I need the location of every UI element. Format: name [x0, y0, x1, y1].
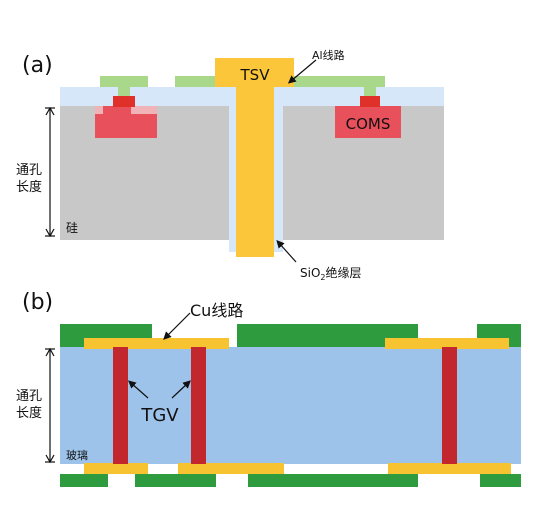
glass-label: 玻璃: [66, 448, 88, 462]
silicon-label: 硅: [66, 221, 78, 235]
panel-b-label: (b): [22, 290, 53, 315]
pcb-bottom-2: [135, 474, 216, 487]
al-wiring-arrow: [287, 59, 317, 84]
panel-b: (b) Cu线路 TGV: [14, 290, 521, 487]
pcb-top-mid: [237, 324, 418, 347]
tsv-top-pad: [215, 58, 294, 87]
cu-wiring-label: Cu线路: [190, 301, 243, 320]
tgv-via-3: [442, 347, 457, 464]
via-length-label-a-line1: 通孔: [16, 163, 42, 178]
via-length-dimension-b: [45, 347, 55, 464]
tsv-copper-column: [236, 86, 274, 257]
via-length-dimension-a: [45, 106, 55, 238]
al-line-left: [100, 76, 148, 87]
pcb-bottom-1: [60, 474, 108, 487]
via-length-label-b-line2: 长度: [16, 405, 42, 421]
via-length-label-b-line1: 通孔: [16, 389, 42, 404]
insulator-label: SiO2绝缘层: [300, 265, 362, 282]
cu-pad-bottom-2: [178, 463, 284, 474]
cu-wiring-arrow: [163, 312, 191, 340]
pcb-bottom-3: [248, 474, 418, 487]
cmos-device-left: [95, 96, 157, 138]
tgv-label: TGV: [140, 405, 179, 426]
tsv-label: TSV: [240, 66, 271, 84]
cmos-label: COMS: [346, 115, 391, 133]
cmos-device-right: COMS: [335, 96, 401, 138]
al-wiring-label: Al线路: [312, 48, 345, 62]
insulator-arrow: [276, 240, 297, 263]
pcb-bottom-4: [480, 474, 521, 487]
tgv-arrow-left: [128, 380, 149, 399]
panel-a-label: (a): [22, 53, 53, 78]
cu-pad-bottom-3: [388, 463, 511, 474]
al-contact-right: [364, 87, 376, 96]
al-contact-left: [118, 87, 130, 96]
al-line-mid-left: [175, 76, 237, 87]
cu-pad-top-left: [84, 338, 229, 349]
tgv-arrow-right: [171, 380, 191, 399]
cu-pad-top-right: [385, 338, 509, 349]
via-length-label-a-line2: 长度: [16, 179, 42, 195]
tgv-via-2: [191, 347, 206, 464]
cu-pad-bottom-1: [84, 463, 148, 474]
panel-a: (a) COMS TSV Al线路: [14, 48, 444, 282]
al-line-right: [276, 76, 385, 87]
tgv-via-1: [113, 347, 128, 464]
